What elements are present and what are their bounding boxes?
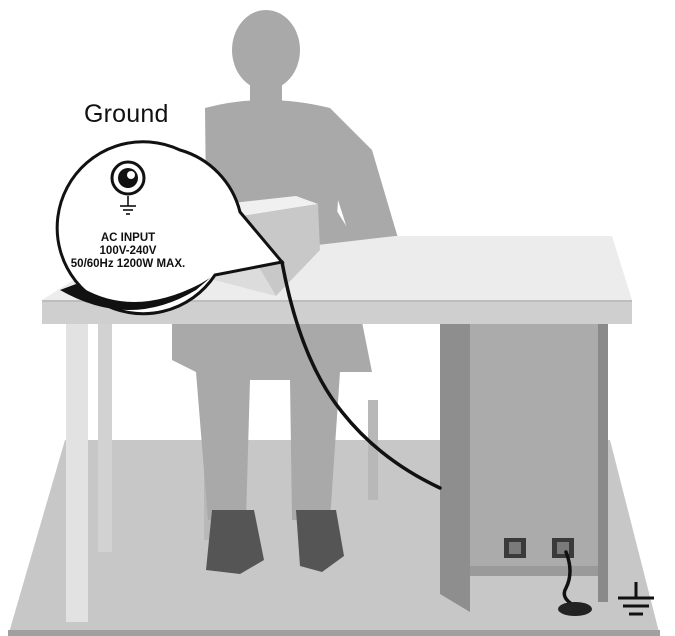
ac-input-line: AC INPUT [50, 232, 206, 245]
desk-leg-back-left [98, 322, 112, 552]
chair-leg-right [368, 400, 378, 500]
cabinet-base [470, 566, 606, 576]
floor-edge [8, 630, 660, 636]
ac-input-specs: AC INPUT 100V-240V 50/60Hz 1200W MAX. [50, 232, 206, 271]
cabinet-front-leg [598, 322, 608, 602]
cabinet-side [440, 322, 470, 612]
frequency-power-line: 50/60Hz 1200W MAX. [50, 258, 206, 271]
person-head [232, 10, 300, 90]
cabinet-front [470, 322, 606, 570]
ground-plate [558, 602, 592, 616]
person-shoe-left [206, 510, 264, 574]
voltage-line: 100V-240V [50, 245, 206, 258]
wall-outlet-left-inner [509, 542, 521, 554]
desk-leg-front-left [66, 322, 88, 622]
ground-connector-icon [112, 162, 144, 194]
ground-label: Ground [84, 100, 169, 129]
